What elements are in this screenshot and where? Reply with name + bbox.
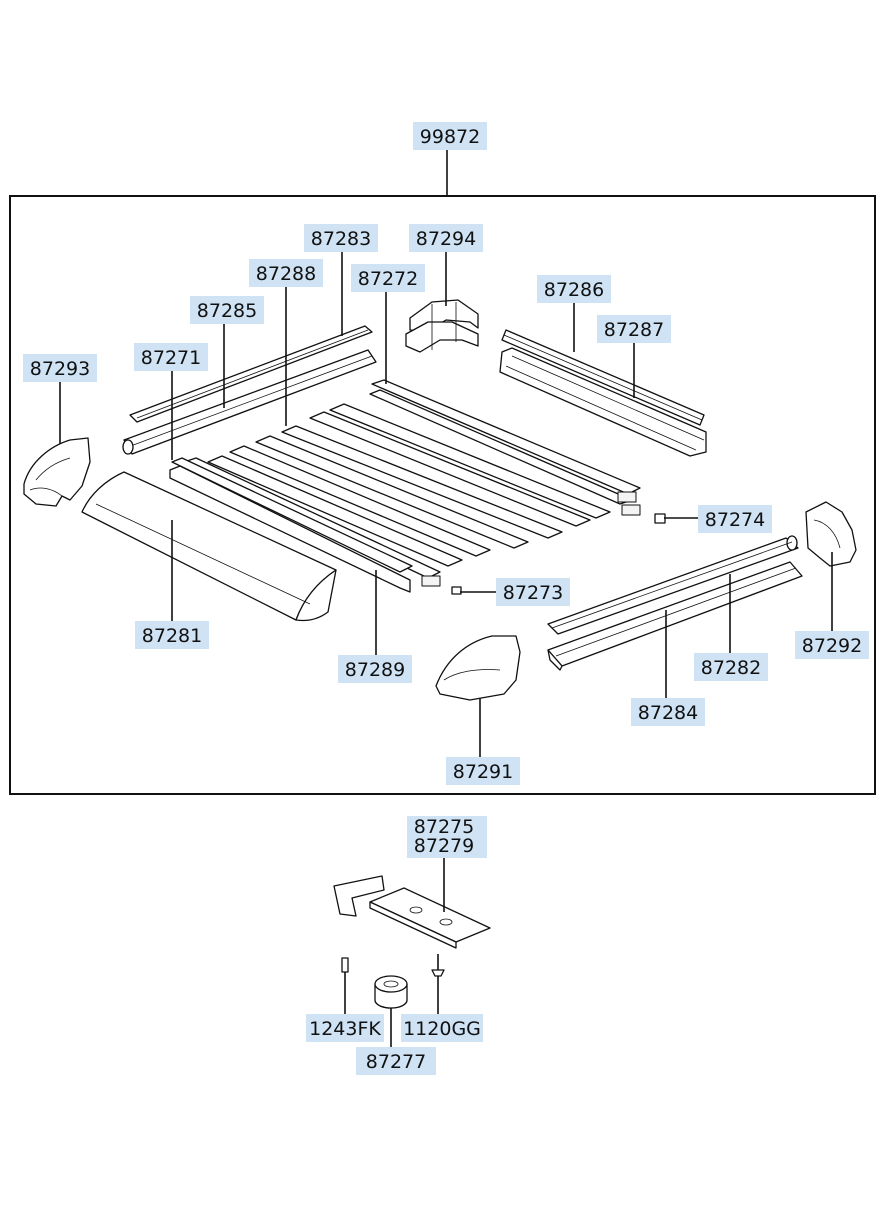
svg-text:87283: 87283 — [311, 228, 371, 250]
svg-text:87286: 87286 — [544, 279, 604, 301]
svg-text:1243FK: 1243FK — [309, 1018, 381, 1040]
label-87291: 87291 — [446, 757, 520, 785]
label-87273: 87273 — [496, 578, 570, 606]
label-87283: 87283 — [304, 224, 378, 252]
svg-text:87289: 87289 — [345, 659, 405, 681]
bracket-87294 — [405, 299, 479, 353]
label-87275-87279: 87275 87279 — [407, 816, 487, 858]
nut-87277 — [374, 975, 408, 1009]
svg-text:87293: 87293 — [30, 358, 90, 380]
svg-text:87282: 87282 — [701, 657, 761, 679]
clip-87273 — [451, 586, 462, 595]
rail-87284 — [547, 561, 803, 671]
floor-slats — [169, 379, 641, 593]
svg-text:87281: 87281 — [142, 625, 202, 647]
cover-87281 — [81, 471, 337, 622]
svg-text:99872: 99872 — [420, 126, 480, 148]
svg-text:87287: 87287 — [604, 319, 664, 341]
corner-cap-87291 — [435, 635, 521, 701]
label-87294: 87294 — [409, 224, 483, 252]
label-1120GG: 1120GG — [401, 1014, 483, 1042]
label-87285: 87285 — [190, 296, 264, 324]
svg-text:87272: 87272 — [358, 268, 418, 290]
label-99872: 99872 — [413, 122, 487, 150]
svg-text:87284: 87284 — [638, 702, 698, 724]
label-87287: 87287 — [597, 315, 671, 343]
svg-text:87271: 87271 — [141, 347, 201, 369]
svg-text:87273: 87273 — [503, 582, 563, 604]
label-87286: 87286 — [537, 275, 611, 303]
screw-1243FK — [341, 957, 349, 1016]
label-87292: 87292 — [795, 631, 869, 659]
label-87274: 87274 — [698, 505, 772, 533]
screw-1120GG — [431, 954, 445, 1016]
svg-text:1120GG: 1120GG — [403, 1018, 481, 1040]
svg-text:87279: 87279 — [414, 835, 474, 857]
label-87282: 87282 — [694, 653, 768, 681]
bracket-87275-87279 — [333, 875, 491, 949]
assembly-frame — [9, 195, 876, 795]
rail-87282 — [547, 535, 799, 635]
rail-87286 — [501, 329, 705, 426]
svg-text:87274: 87274 — [705, 509, 765, 531]
label-87277: 87277 — [356, 1047, 436, 1075]
label-87281: 87281 — [135, 621, 209, 649]
label-1243FK: 1243FK — [306, 1014, 384, 1042]
svg-text:87275: 87275 — [414, 816, 474, 838]
label-87288: 87288 — [249, 259, 323, 287]
svg-text:87291: 87291 — [453, 761, 513, 783]
clip-87274 — [654, 513, 666, 524]
label-87284: 87284 — [631, 698, 705, 726]
svg-text:87277: 87277 — [366, 1051, 426, 1073]
svg-text:87292: 87292 — [802, 635, 862, 657]
svg-text:87294: 87294 — [416, 228, 476, 250]
svg-text:87285: 87285 — [197, 300, 257, 322]
label-87271: 87271 — [134, 343, 208, 371]
rail-87287 — [499, 347, 707, 457]
label-87289: 87289 — [338, 655, 412, 683]
end-cap-87293 — [23, 437, 91, 507]
label-87293: 87293 — [23, 354, 97, 382]
svg-text:87288: 87288 — [256, 263, 316, 285]
label-87272: 87272 — [351, 264, 425, 292]
end-cap-87292 — [805, 501, 857, 567]
leader-lines — [59, 250, 833, 1048]
